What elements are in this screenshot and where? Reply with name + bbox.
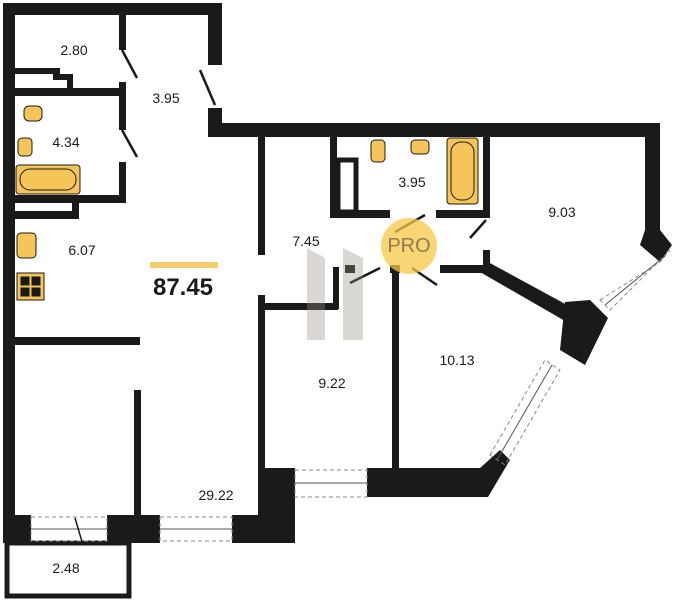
room-area-corridor: 7.45 [292,233,320,249]
room-area-bedroom-middle: 9.22 [318,375,346,391]
total-area: 87.45 [152,274,214,301]
window-panes [31,255,666,530]
plumbing-fixtures [15,105,479,301]
toilet-icon [370,139,386,163]
wall-top-right [208,123,660,137]
wall-right-left-block-top [208,3,222,65]
room-area-kitchen: 6.07 [68,242,96,258]
wall-top-left [3,3,222,15]
bathtub-icon [446,137,479,205]
walls [3,3,672,599]
toilet-icon [23,105,43,122]
sink-icon [410,139,430,155]
wall-left-outer [3,3,15,543]
room-area-bathroom-right: 3.95 [398,174,426,190]
wall-right-corner [640,230,672,262]
room-area-bathroom-left: 4.34 [52,134,80,150]
wall-right-outer [645,123,660,233]
area-underline [150,262,218,268]
wall-bedroom-divider [480,262,580,325]
pro-logo: PRO [381,218,437,274]
watermark-logo [307,248,363,340]
room-area-bedroom-large: 10.13 [439,352,475,368]
room-area-storage: 2.80 [60,42,88,58]
bathtub-icon [15,164,81,195]
kitchen-sink-icon [16,232,37,259]
room-area-hall: 3.95 [152,90,180,106]
doors [74,49,487,546]
room-area-bedroom-corner: 9.03 [548,204,576,220]
room-area-balcony: 2.48 [52,560,80,576]
room-area-living-room: 29.22 [198,487,234,503]
sink-icon [17,137,33,157]
